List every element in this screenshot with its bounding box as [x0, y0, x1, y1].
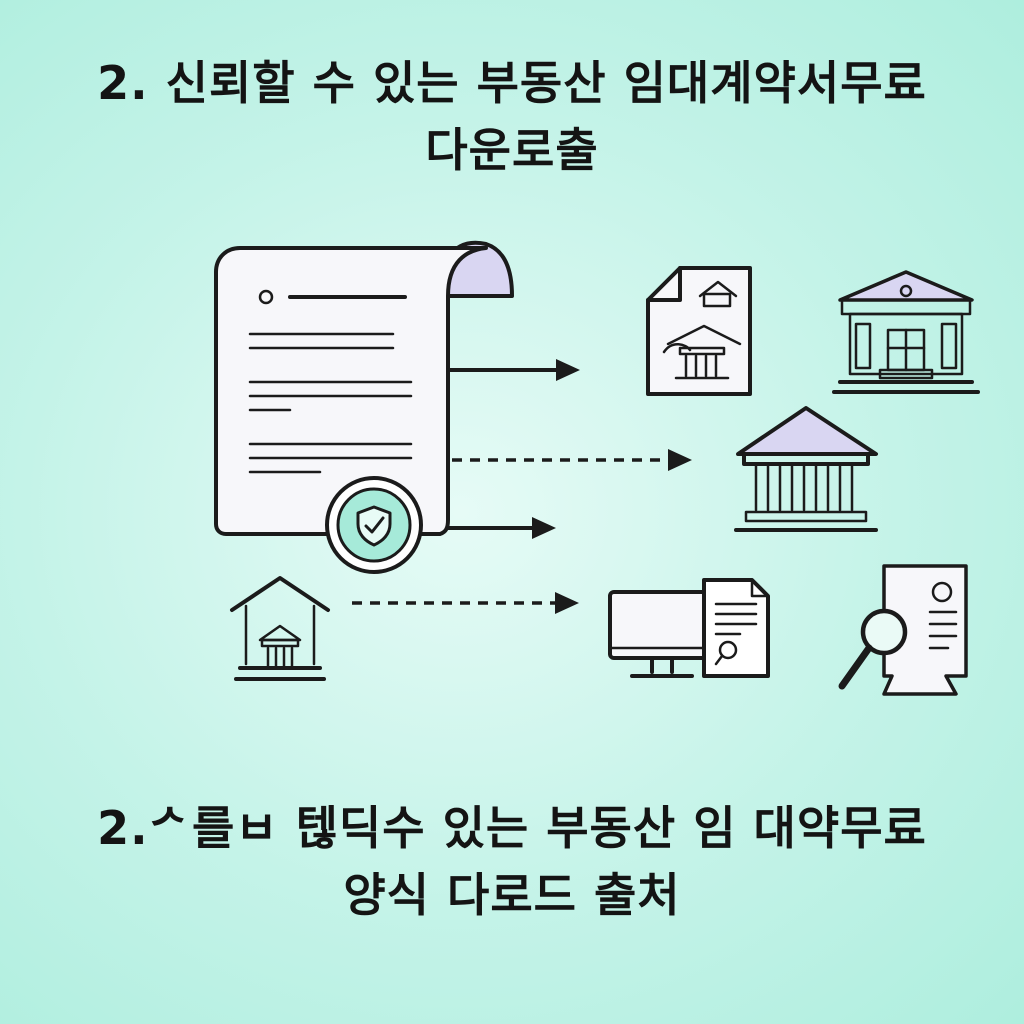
title-bottom-line1: 2.ᄼ를ㅂ 텒딕수 있는 부동산 임 대약무료	[97, 801, 927, 855]
property-document-icon	[646, 266, 752, 396]
arrows	[352, 359, 692, 614]
page-title-top: 2. 신뢰할 수 있는 부동산 임대계약서무료 다운로᠌᠌출	[0, 50, 1024, 183]
computer-document-icon	[608, 578, 770, 678]
page-title-bottom: 2.ᄼ를ㅂ 텒딕수 있는 부동산 임 대약무료 양식 다로드 출처	[0, 795, 1024, 928]
magnifier-document-icon	[838, 564, 968, 696]
title-top-line1: 2. 신뢰할 수 있는 부동산 임대계약서무료	[97, 56, 927, 110]
shield-check-icon	[325, 476, 423, 574]
bank-building-icon	[832, 270, 980, 394]
title-bottom-line2: 양식 다로드 출처	[343, 867, 681, 922]
title-top-line2: 다운로᠌᠌출	[425, 122, 599, 177]
house-bank-icon	[230, 576, 330, 681]
contract-document-icon	[214, 240, 514, 536]
courthouse-icon	[734, 406, 878, 532]
